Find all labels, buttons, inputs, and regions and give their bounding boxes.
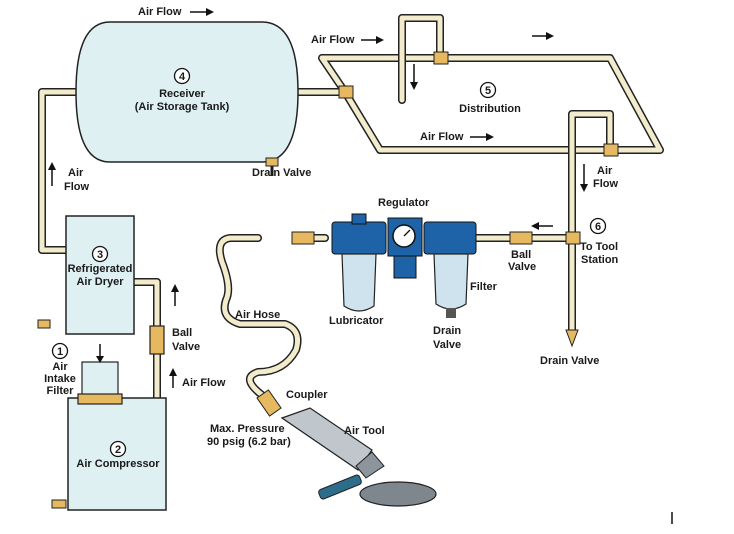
arrow-right-icon	[486, 133, 494, 141]
air-tool: Coupler Max. Pressure 90 psig (6.2 bar) …	[207, 389, 437, 507]
svg-text:Drain Valve: Drain Valve	[540, 355, 599, 367]
air-tool-label: Air Tool	[344, 425, 385, 437]
coupler	[256, 389, 282, 417]
regulator-label: Regulator	[378, 197, 430, 209]
compressor-label: Air Compressor	[76, 458, 160, 470]
svg-text:1: 1	[57, 346, 63, 358]
arrow-up-icon	[171, 284, 179, 292]
ball-valve-right	[509, 231, 533, 245]
svg-text:Valve: Valve	[172, 341, 200, 353]
coupler-label: Coupler	[286, 389, 328, 401]
receiver-number-badge	[173, 67, 191, 85]
receiver-label-line1: Receiver	[159, 88, 206, 100]
svg-text:Ball: Ball	[511, 249, 531, 261]
receiver-tank: 4 Receiver (Air Storage Tank)	[75, 21, 299, 176]
svg-text:Station: Station	[581, 254, 619, 266]
air-tool-icon	[280, 407, 373, 471]
compressor-drain	[51, 499, 67, 509]
filter-bowl	[433, 253, 469, 310]
svg-text:Air Flow: Air Flow	[182, 377, 226, 389]
arrow-right-icon	[206, 8, 214, 16]
svg-text:To Tool: To Tool	[580, 241, 618, 253]
svg-text:Flow: Flow	[64, 181, 89, 193]
dryer-label-line2: Air Dryer	[76, 276, 124, 288]
svg-text:Air Flow: Air Flow	[311, 34, 355, 46]
svg-text:Valve: Valve	[433, 339, 461, 351]
svg-text:Air Flow: Air Flow	[138, 6, 182, 18]
tool-station-number-badge	[589, 217, 607, 235]
refrigerated-air-dryer: 3 Refrigerated Air Dryer	[37, 215, 135, 335]
svg-text:5: 5	[485, 85, 491, 97]
svg-text:6: 6	[595, 221, 601, 233]
distribution-label: Distribution	[459, 103, 521, 115]
frl-unit: Regulator Lubricator Filter Drain Valve …	[291, 197, 536, 351]
flow-labels: Air Flow Air Flow 5 Distribution Air Flo…	[48, 6, 619, 389]
pipe-fittings	[338, 51, 619, 245]
tool-side-handle	[318, 474, 362, 500]
compressor-number-badge	[109, 440, 127, 458]
svg-text:3: 3	[97, 249, 103, 261]
receiver-drain-label: Drain Valve	[252, 167, 311, 179]
distribution-number-badge	[479, 81, 497, 99]
filter-label: Filter	[470, 281, 498, 293]
dryer-drain	[37, 319, 51, 329]
arrow-left-icon	[531, 222, 539, 230]
svg-text:Intake: Intake	[44, 373, 76, 385]
svg-text:2: 2	[115, 444, 121, 456]
grinding-disc	[359, 481, 437, 507]
svg-text:Max. Pressure: Max. Pressure	[210, 423, 285, 435]
svg-text:Filter: Filter	[47, 385, 75, 397]
air-compressor: 2 Air Compressor	[51, 361, 167, 511]
svg-text:4: 4	[179, 71, 186, 83]
arrow-down-icon	[96, 356, 104, 363]
arrow-down-icon	[410, 82, 418, 90]
drain-valve-right: Drain Valve	[540, 329, 599, 367]
intake-filter-label: 1 Air Intake Filter	[44, 342, 76, 397]
svg-text:Valve: Valve	[508, 261, 536, 273]
filter-head	[423, 221, 477, 255]
receiver-label-line2: (Air Storage Tank)	[135, 101, 230, 113]
lubricator-label: Lubricator	[329, 315, 384, 327]
svg-text:90 psig (6.2 bar): 90 psig (6.2 bar)	[207, 436, 291, 448]
arrow-up-icon	[48, 162, 56, 170]
arrow-right-icon	[376, 36, 384, 44]
lubricator-bowl	[341, 253, 377, 312]
air-hose-label: Air Hose	[235, 309, 280, 321]
frl-drain-valve	[446, 308, 456, 318]
lubricator-head	[331, 221, 387, 255]
intake-filter-element	[81, 361, 119, 397]
svg-text:Air Flow: Air Flow	[420, 131, 464, 143]
svg-text:Air: Air	[68, 167, 84, 179]
svg-text:Drain: Drain	[433, 325, 461, 337]
svg-text:Ball: Ball	[172, 327, 192, 339]
receiver-drain-valve	[265, 157, 279, 167]
arrow-right-icon	[546, 32, 554, 40]
arrow-up-icon	[169, 368, 177, 376]
dryer-label-line1: Refrigerated	[68, 263, 133, 275]
svg-text:Air: Air	[52, 361, 68, 373]
svg-text:Air: Air	[597, 165, 613, 177]
svg-text:Flow: Flow	[593, 178, 618, 190]
intake-filter-number-badge	[51, 342, 69, 360]
dryer-number-badge	[91, 245, 109, 263]
arrow-down-icon	[580, 184, 588, 192]
ball-valve-left: Ball Valve	[149, 325, 200, 355]
